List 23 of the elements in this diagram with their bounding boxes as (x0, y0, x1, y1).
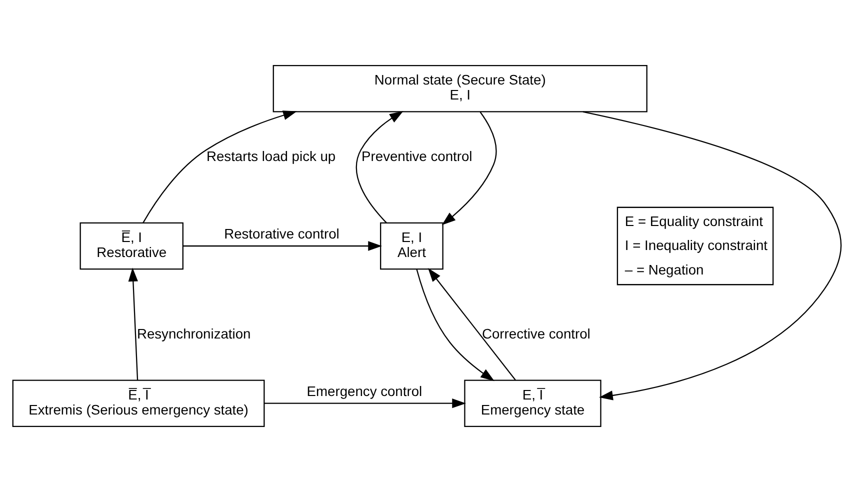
arrow (128, 268, 138, 380)
legend-label: E = Equality constraint (624, 212, 763, 229)
legend-label: – = Negation (624, 261, 704, 278)
arrow (182, 241, 382, 251)
arrow (416, 269, 494, 382)
edge-label: Preventive control (362, 148, 472, 164)
arrow (264, 398, 466, 408)
arrow (356, 111, 404, 224)
legend-label: I = Inequality constraint (624, 237, 768, 254)
edge-label: Restorative control (224, 226, 340, 242)
node-box: E, I̅ Emergency state (464, 380, 602, 427)
node-box: E̅, I Restorative (80, 222, 184, 270)
edge-label: Emergency control (306, 382, 422, 399)
edge-label: Resynchronization (136, 325, 251, 342)
arrow (582, 111, 842, 400)
node-box: Normal state (Secure State) E, I (272, 65, 648, 112)
edge-label: Restarts load pick up (206, 148, 336, 164)
arrow (142, 110, 297, 224)
arrow (428, 268, 516, 380)
node-box: E̅, I̅ Extremis (Serious emergency state) (12, 380, 265, 427)
node-box: E, I Alert (380, 222, 444, 270)
arrow (442, 112, 497, 226)
edge-label: Corrective control (482, 325, 590, 342)
